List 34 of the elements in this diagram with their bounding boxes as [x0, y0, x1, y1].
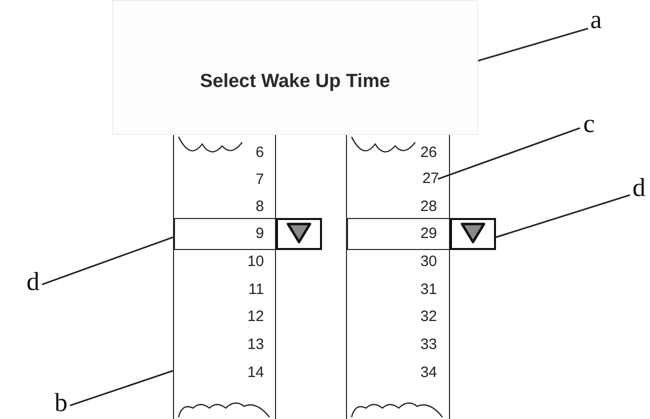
- number-text: 27: [411, 169, 439, 189]
- number-text: 10: [246, 252, 264, 272]
- callout-letter: c: [580, 110, 598, 140]
- leader-line: [70, 370, 174, 406]
- scroll-column: [346, 135, 450, 419]
- leader-line: [478, 28, 588, 62]
- callout-letter: a: [586, 6, 606, 36]
- number-text: 34: [419, 363, 437, 383]
- dropdown-button: [450, 218, 496, 250]
- number-text: 13: [246, 335, 264, 355]
- number-text: 29: [419, 224, 437, 244]
- leader-line: [438, 127, 580, 180]
- callout-letter: d: [24, 268, 42, 298]
- number-text: 12: [246, 307, 264, 327]
- callout-letter: d: [630, 174, 648, 204]
- number-text: 32: [419, 307, 437, 327]
- number-text: 9: [254, 224, 264, 244]
- number-text: 8: [254, 197, 264, 217]
- scroll-column: [173, 135, 276, 419]
- leader-line: [42, 236, 174, 286]
- dialog-panel: [112, 0, 478, 135]
- number-text: 30: [419, 252, 437, 272]
- leader-line: [496, 194, 630, 238]
- callout-letter: b: [52, 389, 70, 419]
- number-text: 14: [246, 363, 264, 383]
- title-text: Select Wake Up Time: [198, 71, 392, 93]
- number-text: 28: [419, 197, 437, 217]
- number-text: 31: [419, 280, 437, 300]
- number-text: 26: [419, 143, 437, 163]
- number-text: 33: [419, 335, 437, 355]
- dropdown-button: [276, 218, 322, 250]
- number-text: 11: [247, 280, 264, 300]
- number-text: 7: [254, 170, 264, 190]
- number-text: 6: [254, 143, 264, 163]
